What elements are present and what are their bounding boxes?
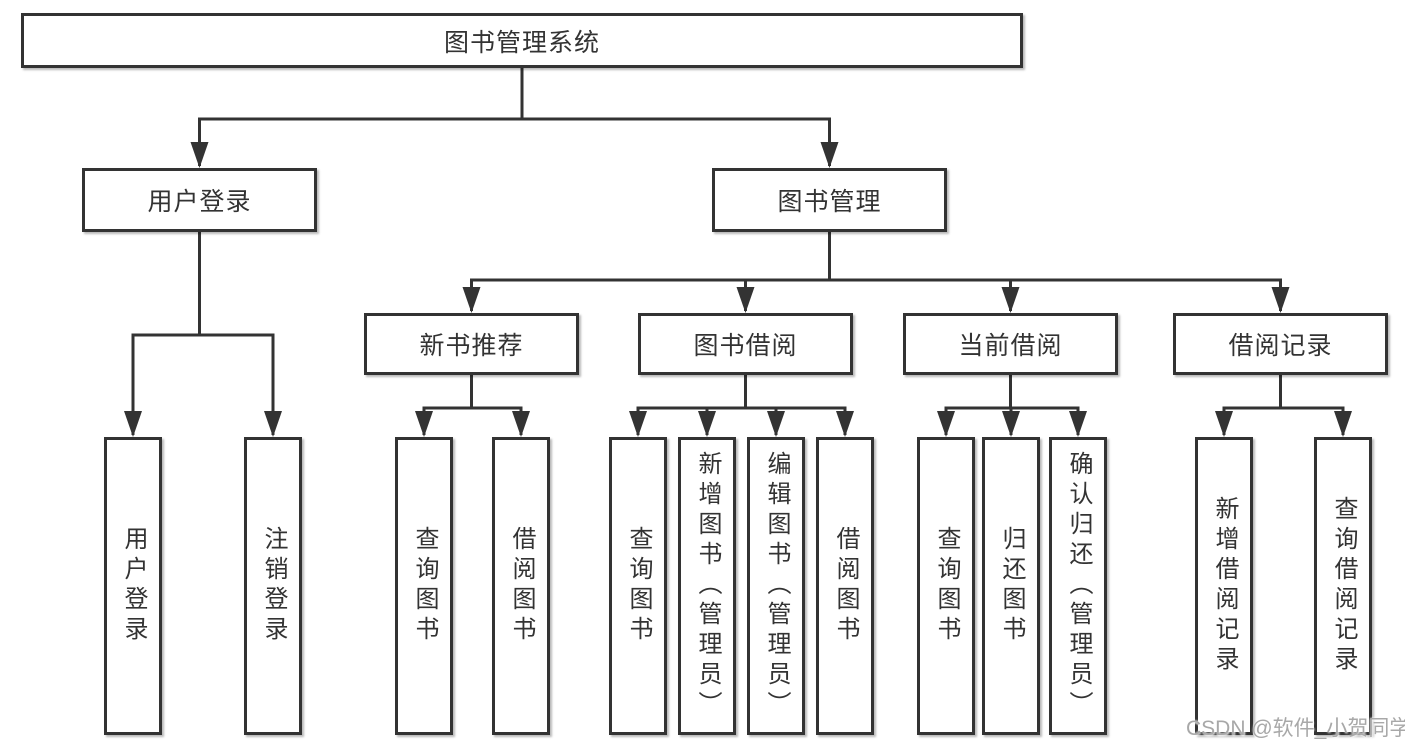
leaf-query-books-borrow: 查询图书 — [609, 437, 667, 735]
leaf-add-borrow-record: 新增借阅记录 — [1195, 437, 1253, 735]
leaf-user-login: 用户登录 — [104, 437, 162, 735]
node-borrow-records: 借阅记录 — [1173, 313, 1388, 375]
leaf-query-borrow-record: 查询借阅记录 — [1314, 437, 1372, 735]
node-new-book-recommend: 新书推荐 — [364, 313, 579, 375]
node-root-library-system: 图书管理系统 — [21, 13, 1023, 68]
leaf-borrow-books-recommend: 借阅图书 — [492, 437, 550, 735]
leaf-add-book-admin: 新增图书（管理员） — [678, 437, 736, 735]
leaf-borrow-books-borrow: 借阅图书 — [816, 437, 874, 735]
leaf-confirm-return-admin: 确认归还（管理员） — [1049, 437, 1107, 735]
watermark: CSDN @软件_小贺同学 — [1186, 717, 1405, 740]
leaf-edit-book-admin: 编辑图书（管理员） — [747, 437, 805, 735]
leaf-logout: 注销登录 — [244, 437, 302, 735]
node-book-management: 图书管理 — [712, 168, 947, 232]
leaf-query-books-current: 查询图书 — [917, 437, 975, 735]
node-book-borrow: 图书借阅 — [638, 313, 853, 375]
node-user-login: 用户登录 — [82, 168, 317, 232]
leaf-query-books-recommend: 查询图书 — [395, 437, 453, 735]
arrowheads — [124, 142, 1352, 437]
node-current-borrow: 当前借阅 — [903, 313, 1118, 375]
leaf-return-book: 归还图书 — [982, 437, 1040, 735]
